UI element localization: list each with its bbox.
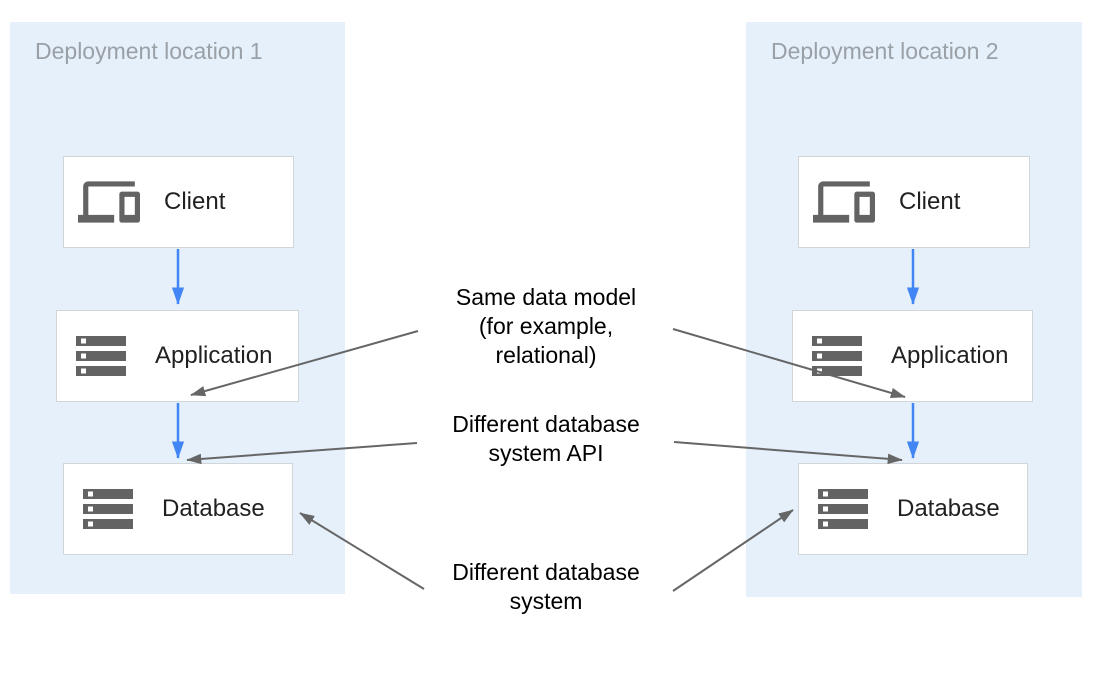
devices-icon bbox=[78, 171, 140, 233]
annotation-line: Different database bbox=[452, 559, 640, 585]
annotation-line: Different database bbox=[452, 411, 640, 437]
annotation-different-database-system: Different database system bbox=[396, 558, 696, 616]
node-label: Application bbox=[891, 342, 1009, 369]
panel-title: Deployment location 2 bbox=[771, 38, 999, 64]
deployment-location-2-panel: Deployment location 2 Client Application… bbox=[746, 22, 1082, 597]
node-label: Client bbox=[164, 188, 226, 215]
annotation-different-database-system-api: Different database system API bbox=[396, 410, 696, 468]
node-application-1: Application bbox=[56, 310, 299, 402]
node-label: Client bbox=[899, 188, 961, 215]
node-application-2: Application bbox=[792, 310, 1033, 402]
node-database-2: Database bbox=[798, 463, 1028, 555]
annotation-line: system bbox=[509, 588, 583, 614]
node-label: Database bbox=[897, 495, 1000, 522]
node-label: Application bbox=[155, 342, 273, 369]
annotation-line: Same data model bbox=[455, 284, 637, 310]
server-stack-icon bbox=[78, 479, 138, 539]
server-stack-icon bbox=[813, 479, 873, 539]
deployment-location-1-panel: Deployment location 1 Client Application… bbox=[10, 22, 345, 594]
node-client-1: Client bbox=[63, 156, 294, 248]
node-client-2: Client bbox=[798, 156, 1030, 248]
server-stack-icon bbox=[71, 326, 131, 386]
server-stack-icon bbox=[807, 326, 867, 386]
node-database-1: Database bbox=[63, 463, 293, 555]
annotation-line: (for example, bbox=[478, 313, 614, 339]
node-label: Database bbox=[162, 495, 265, 522]
devices-icon bbox=[813, 171, 875, 233]
annotation-line: system API bbox=[488, 440, 604, 466]
annotation-same-data-model: Same data model (for example, relational… bbox=[396, 283, 696, 370]
panel-title: Deployment location 1 bbox=[35, 38, 263, 64]
annotation-line: relational) bbox=[495, 342, 597, 368]
